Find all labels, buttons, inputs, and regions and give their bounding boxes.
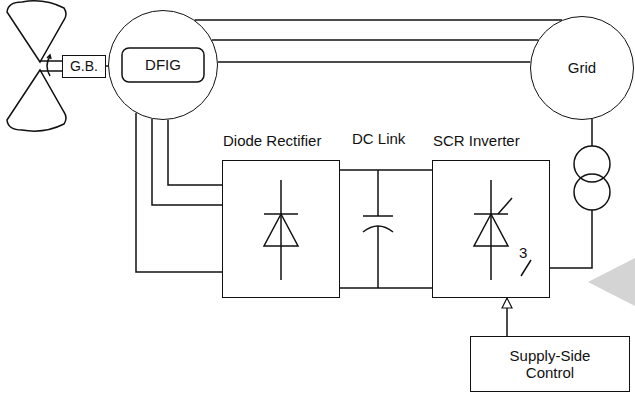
phase-count: 3 [519, 244, 527, 261]
node-text: G.B. [70, 58, 98, 74]
thyristor-symbol [474, 213, 508, 215]
capacitor-symbol [363, 215, 393, 217]
pointer-shape [588, 258, 635, 306]
block-heading: Diode Rectifier [223, 132, 321, 149]
transformer-symbol [574, 174, 610, 210]
generator-circle: DFIG [108, 10, 218, 120]
shaft [40, 60, 62, 62]
thyristor-gate [498, 198, 512, 214]
generator-core [122, 48, 204, 82]
control-box: Supply-Side Control [470, 336, 630, 392]
diode-symbol [264, 214, 298, 246]
wire [550, 119, 592, 268]
grid-circle: Grid [530, 16, 634, 120]
gearbox-box: G.B. [62, 55, 106, 78]
diode-symbol [264, 213, 298, 215]
capacitor-symbol [377, 170, 379, 216]
node-text: Supply-Side Control [500, 347, 600, 382]
wire [152, 119, 222, 205]
phase-tick [521, 260, 531, 276]
shaft [40, 70, 62, 72]
inverter-box: SCR Inverter [432, 160, 550, 298]
bus-label: DC Link [352, 130, 405, 147]
diode-symbol [280, 180, 282, 280]
wire [168, 120, 222, 185]
wire [212, 39, 538, 41]
wire [136, 113, 222, 272]
capacitor-symbol [377, 226, 379, 288]
rotation-arrow [47, 56, 50, 76]
rectifier-box: Diode Rectifier [222, 160, 340, 298]
turbine-blade [7, 1, 66, 62]
node-text: Grid [568, 59, 596, 76]
wire [340, 169, 432, 171]
wire [340, 287, 432, 289]
transformer-symbol [574, 146, 610, 182]
signal-arrow [506, 298, 508, 336]
thyristor-symbol [474, 214, 508, 246]
block-heading: SCR Inverter [433, 132, 520, 149]
thyristor-symbol [490, 180, 492, 280]
node-text: DFIG [145, 56, 181, 73]
rotation-arrow [47, 55, 51, 59]
turbine-blade [7, 70, 66, 131]
wire [218, 61, 530, 63]
wire [195, 19, 562, 21]
